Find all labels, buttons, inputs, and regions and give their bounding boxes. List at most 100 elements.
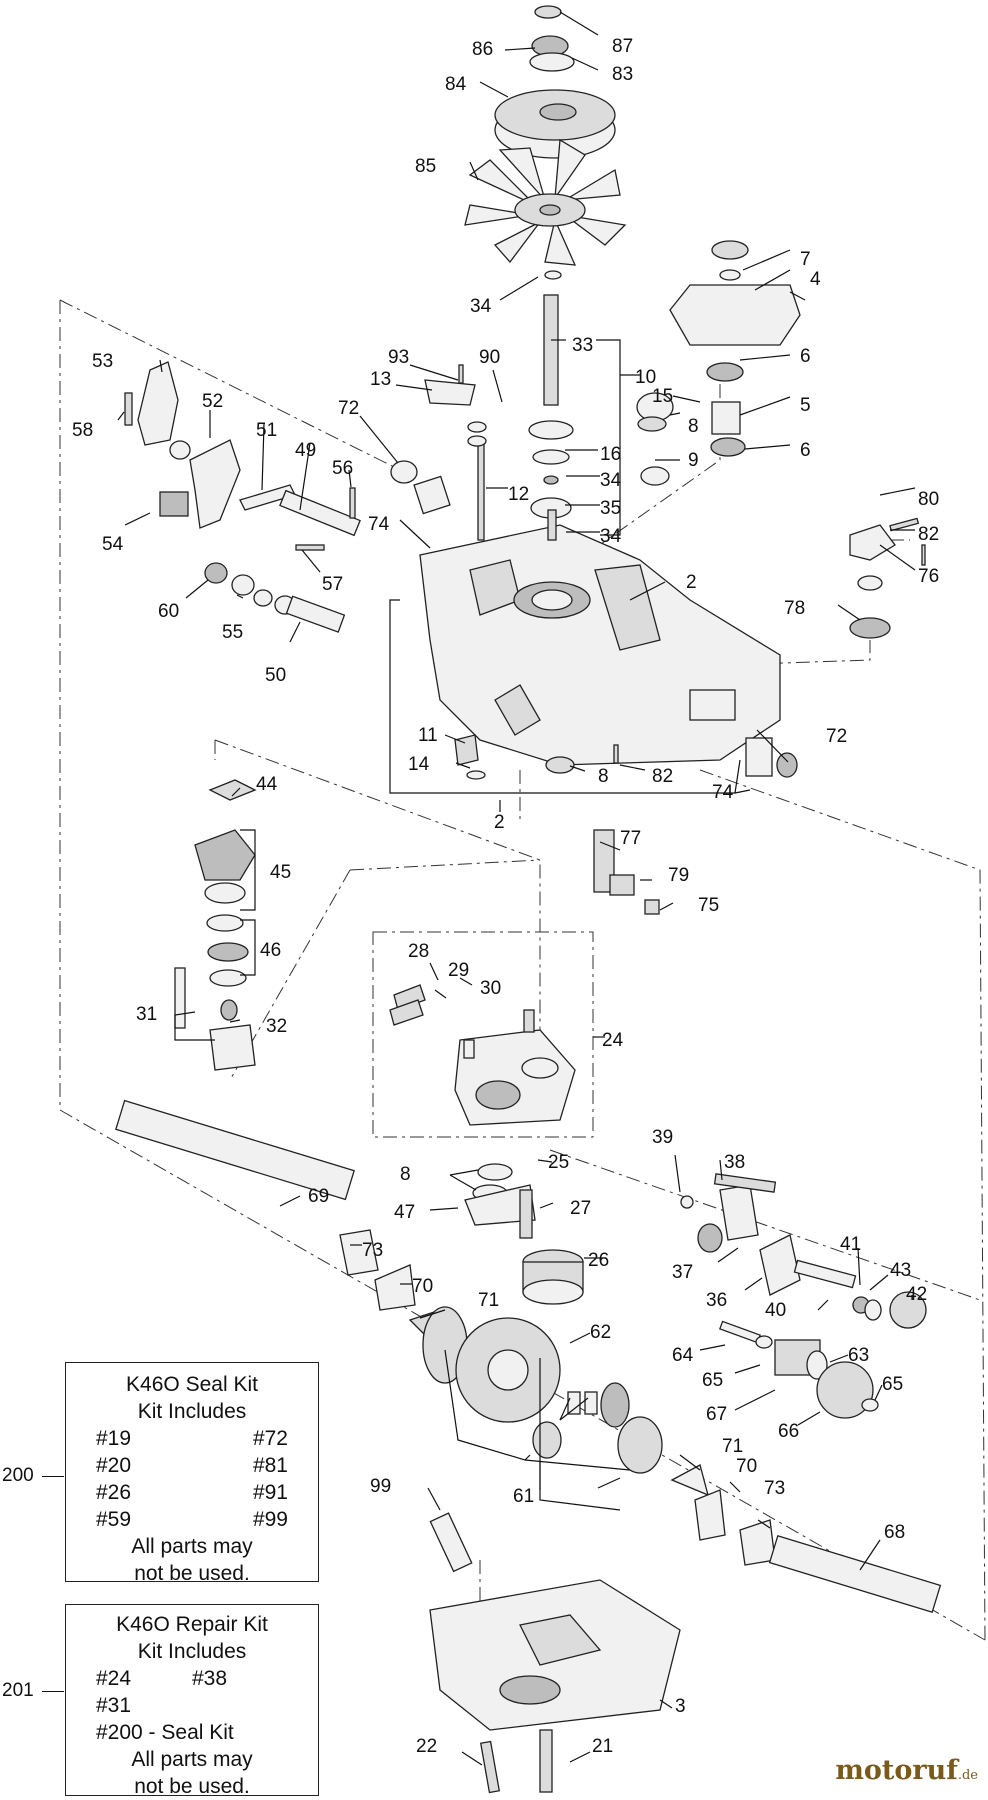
leader-lines	[117, 11, 916, 1766]
watermark-logo: motoruf.de	[835, 1755, 978, 1786]
callout-65-left: 65	[702, 1370, 723, 1391]
callout-74-top: 74	[368, 514, 390, 535]
callout-35: 35	[600, 498, 621, 519]
callout-30: 30	[480, 978, 501, 999]
callout-79: 79	[668, 865, 689, 886]
callout-73-lower: 73	[764, 1478, 785, 1499]
callout-54: 54	[102, 534, 124, 555]
callout-31: 31	[136, 1004, 157, 1025]
callout-47: 47	[394, 1202, 415, 1223]
callout-3: 3	[675, 1696, 686, 1717]
callout-8-mid: 8	[598, 766, 609, 787]
repair-kit-item: #31	[96, 1694, 132, 1717]
callout-26: 26	[588, 1250, 609, 1271]
lower-housing-group	[429, 1512, 681, 1794]
callout-52: 52	[202, 391, 223, 412]
seal-kit-box: K46O Seal Kit Kit Includes #19 #72 #20 #…	[65, 1362, 319, 1585]
seal-kit-item: #81	[252, 1454, 288, 1477]
callout-9: 9	[688, 450, 699, 471]
callout-90: 90	[479, 347, 500, 368]
callout-49: 49	[295, 440, 316, 461]
repair-kit-subtitle: Kit Includes	[137, 1640, 247, 1663]
callout-24: 24	[602, 1030, 624, 1051]
callout-72-right: 72	[826, 726, 847, 747]
callout-42: 42	[906, 1284, 927, 1305]
callout-45: 45	[270, 862, 291, 883]
seal-kit-item: #99	[252, 1508, 288, 1531]
callout-11: 11	[418, 725, 438, 746]
repair-kit-items: #24 #38 #31	[66, 1665, 318, 1719]
callout-51: 51	[256, 420, 277, 441]
callout-14: 14	[408, 754, 430, 775]
callout-82-center: 82	[652, 766, 673, 787]
callout-34-top: 34	[470, 296, 492, 317]
seal-kit-item: #20	[96, 1454, 132, 1477]
callout-41: 41	[840, 1234, 861, 1255]
callout-12: 12	[508, 484, 529, 505]
lower-center-group	[464, 1163, 584, 1305]
callout-37: 37	[672, 1262, 693, 1283]
callout-63: 63	[848, 1345, 869, 1366]
seal-kit-item: #26	[96, 1481, 132, 1504]
callout-53: 53	[92, 351, 113, 372]
callout-4: 4	[810, 269, 821, 290]
main-housing	[419, 421, 798, 780]
callout-61: 61	[513, 1486, 534, 1507]
callout-6-upper: 6	[800, 346, 811, 367]
callout-71-lower: 71	[722, 1436, 743, 1457]
callout-27: 27	[570, 1198, 591, 1219]
repair-kit-extra: #200 - Seal Kit	[96, 1721, 234, 1744]
callout-25: 25	[548, 1152, 569, 1173]
seal-kit-item: #91	[252, 1481, 288, 1504]
callout-87: 87	[612, 36, 633, 57]
callout-69: 69	[308, 1186, 329, 1207]
callout-7: 7	[800, 249, 811, 270]
callout-5: 5	[800, 395, 811, 416]
pump-block	[389, 984, 576, 1126]
watermark-tld: .de	[957, 1768, 978, 1783]
seal-kit-ref: 200	[2, 1465, 64, 1486]
fan-blades	[464, 138, 627, 266]
callout-36: 36	[706, 1290, 727, 1311]
callout-29: 29	[448, 960, 469, 981]
callout-65-right: 65	[882, 1374, 903, 1395]
callout-56: 56	[332, 458, 353, 479]
callout-8-low: 8	[400, 1164, 411, 1185]
callout-68: 68	[884, 1522, 905, 1543]
input-shaft-group	[528, 294, 574, 541]
callout-82-right: 82	[918, 524, 939, 545]
seal-kit-subtitle: Kit Includes	[137, 1400, 247, 1423]
callout-34-low: 34	[600, 526, 622, 547]
pump-assembly-box	[372, 931, 594, 1138]
callout-15: 15	[652, 386, 673, 407]
callout-34-mid: 34	[600, 470, 622, 491]
callout-58: 58	[72, 420, 93, 441]
callout-32: 32	[266, 1016, 287, 1037]
callout-93: 93	[388, 347, 409, 368]
repair-kit-ref: 201	[2, 1680, 64, 1701]
callout-55: 55	[222, 622, 243, 643]
callout-74-low: 74	[712, 782, 734, 803]
callout-66: 66	[778, 1421, 799, 1442]
callout-72-left: 72	[338, 398, 359, 419]
callout-62: 62	[590, 1322, 611, 1343]
pulley-fan-stack	[464, 5, 627, 280]
callout-85: 85	[415, 156, 436, 177]
callout-75: 75	[698, 895, 719, 916]
repair-kit-box: K46O Repair Kit Kit Includes #24 #38 #31…	[65, 1604, 319, 1798]
callout-38: 38	[724, 1152, 745, 1173]
repair-kit-item: #24	[96, 1667, 132, 1690]
callout-64: 64	[672, 1345, 694, 1366]
callout-70-lower: 70	[736, 1456, 757, 1477]
callout-2-low: 2	[494, 812, 505, 833]
callout-28: 28	[408, 941, 429, 962]
callout-10: 10	[635, 367, 656, 388]
callout-33: 33	[572, 335, 593, 356]
callout-43: 43	[890, 1260, 911, 1281]
callout-8-top: 8	[688, 416, 699, 437]
callout-40: 40	[765, 1300, 786, 1321]
callout-57: 57	[322, 574, 343, 595]
callout-73-upper: 73	[362, 1240, 383, 1261]
callout-70-upper: 70	[412, 1276, 433, 1297]
repair-kit-note-1: All parts may	[131, 1748, 253, 1771]
